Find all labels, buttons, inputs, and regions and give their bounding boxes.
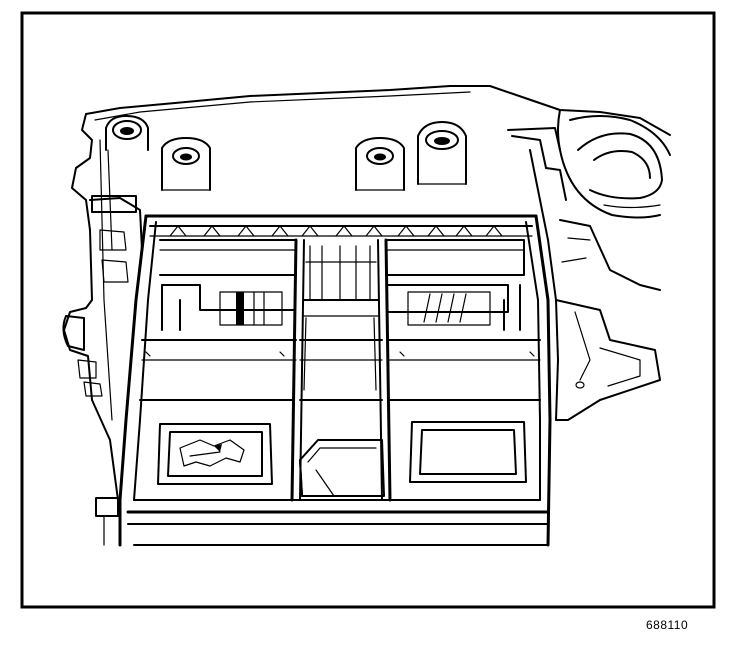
lower-left-bracket <box>95 497 119 546</box>
mounting-boss-right <box>417 121 467 185</box>
figure-number: 688110 <box>646 618 689 632</box>
mounting-boss-left <box>105 115 149 151</box>
mounting-boss-left-center <box>161 137 211 191</box>
cross-rails <box>139 339 541 401</box>
case-top-rim <box>144 214 538 237</box>
left-upper-opening <box>159 239 297 331</box>
left-lower-pocket <box>157 423 273 485</box>
blower-motor-ring <box>557 109 671 219</box>
right-upper-opening <box>385 239 525 331</box>
case-walls <box>118 214 552 547</box>
center-lower-pocket <box>299 439 385 497</box>
frame-border <box>20 11 716 609</box>
mounting-boss-right-center <box>355 137 405 191</box>
center-divider <box>290 238 392 502</box>
right-lower-pocket <box>409 421 527 483</box>
housing-body <box>62 85 671 501</box>
housing-right-flank <box>507 127 661 421</box>
